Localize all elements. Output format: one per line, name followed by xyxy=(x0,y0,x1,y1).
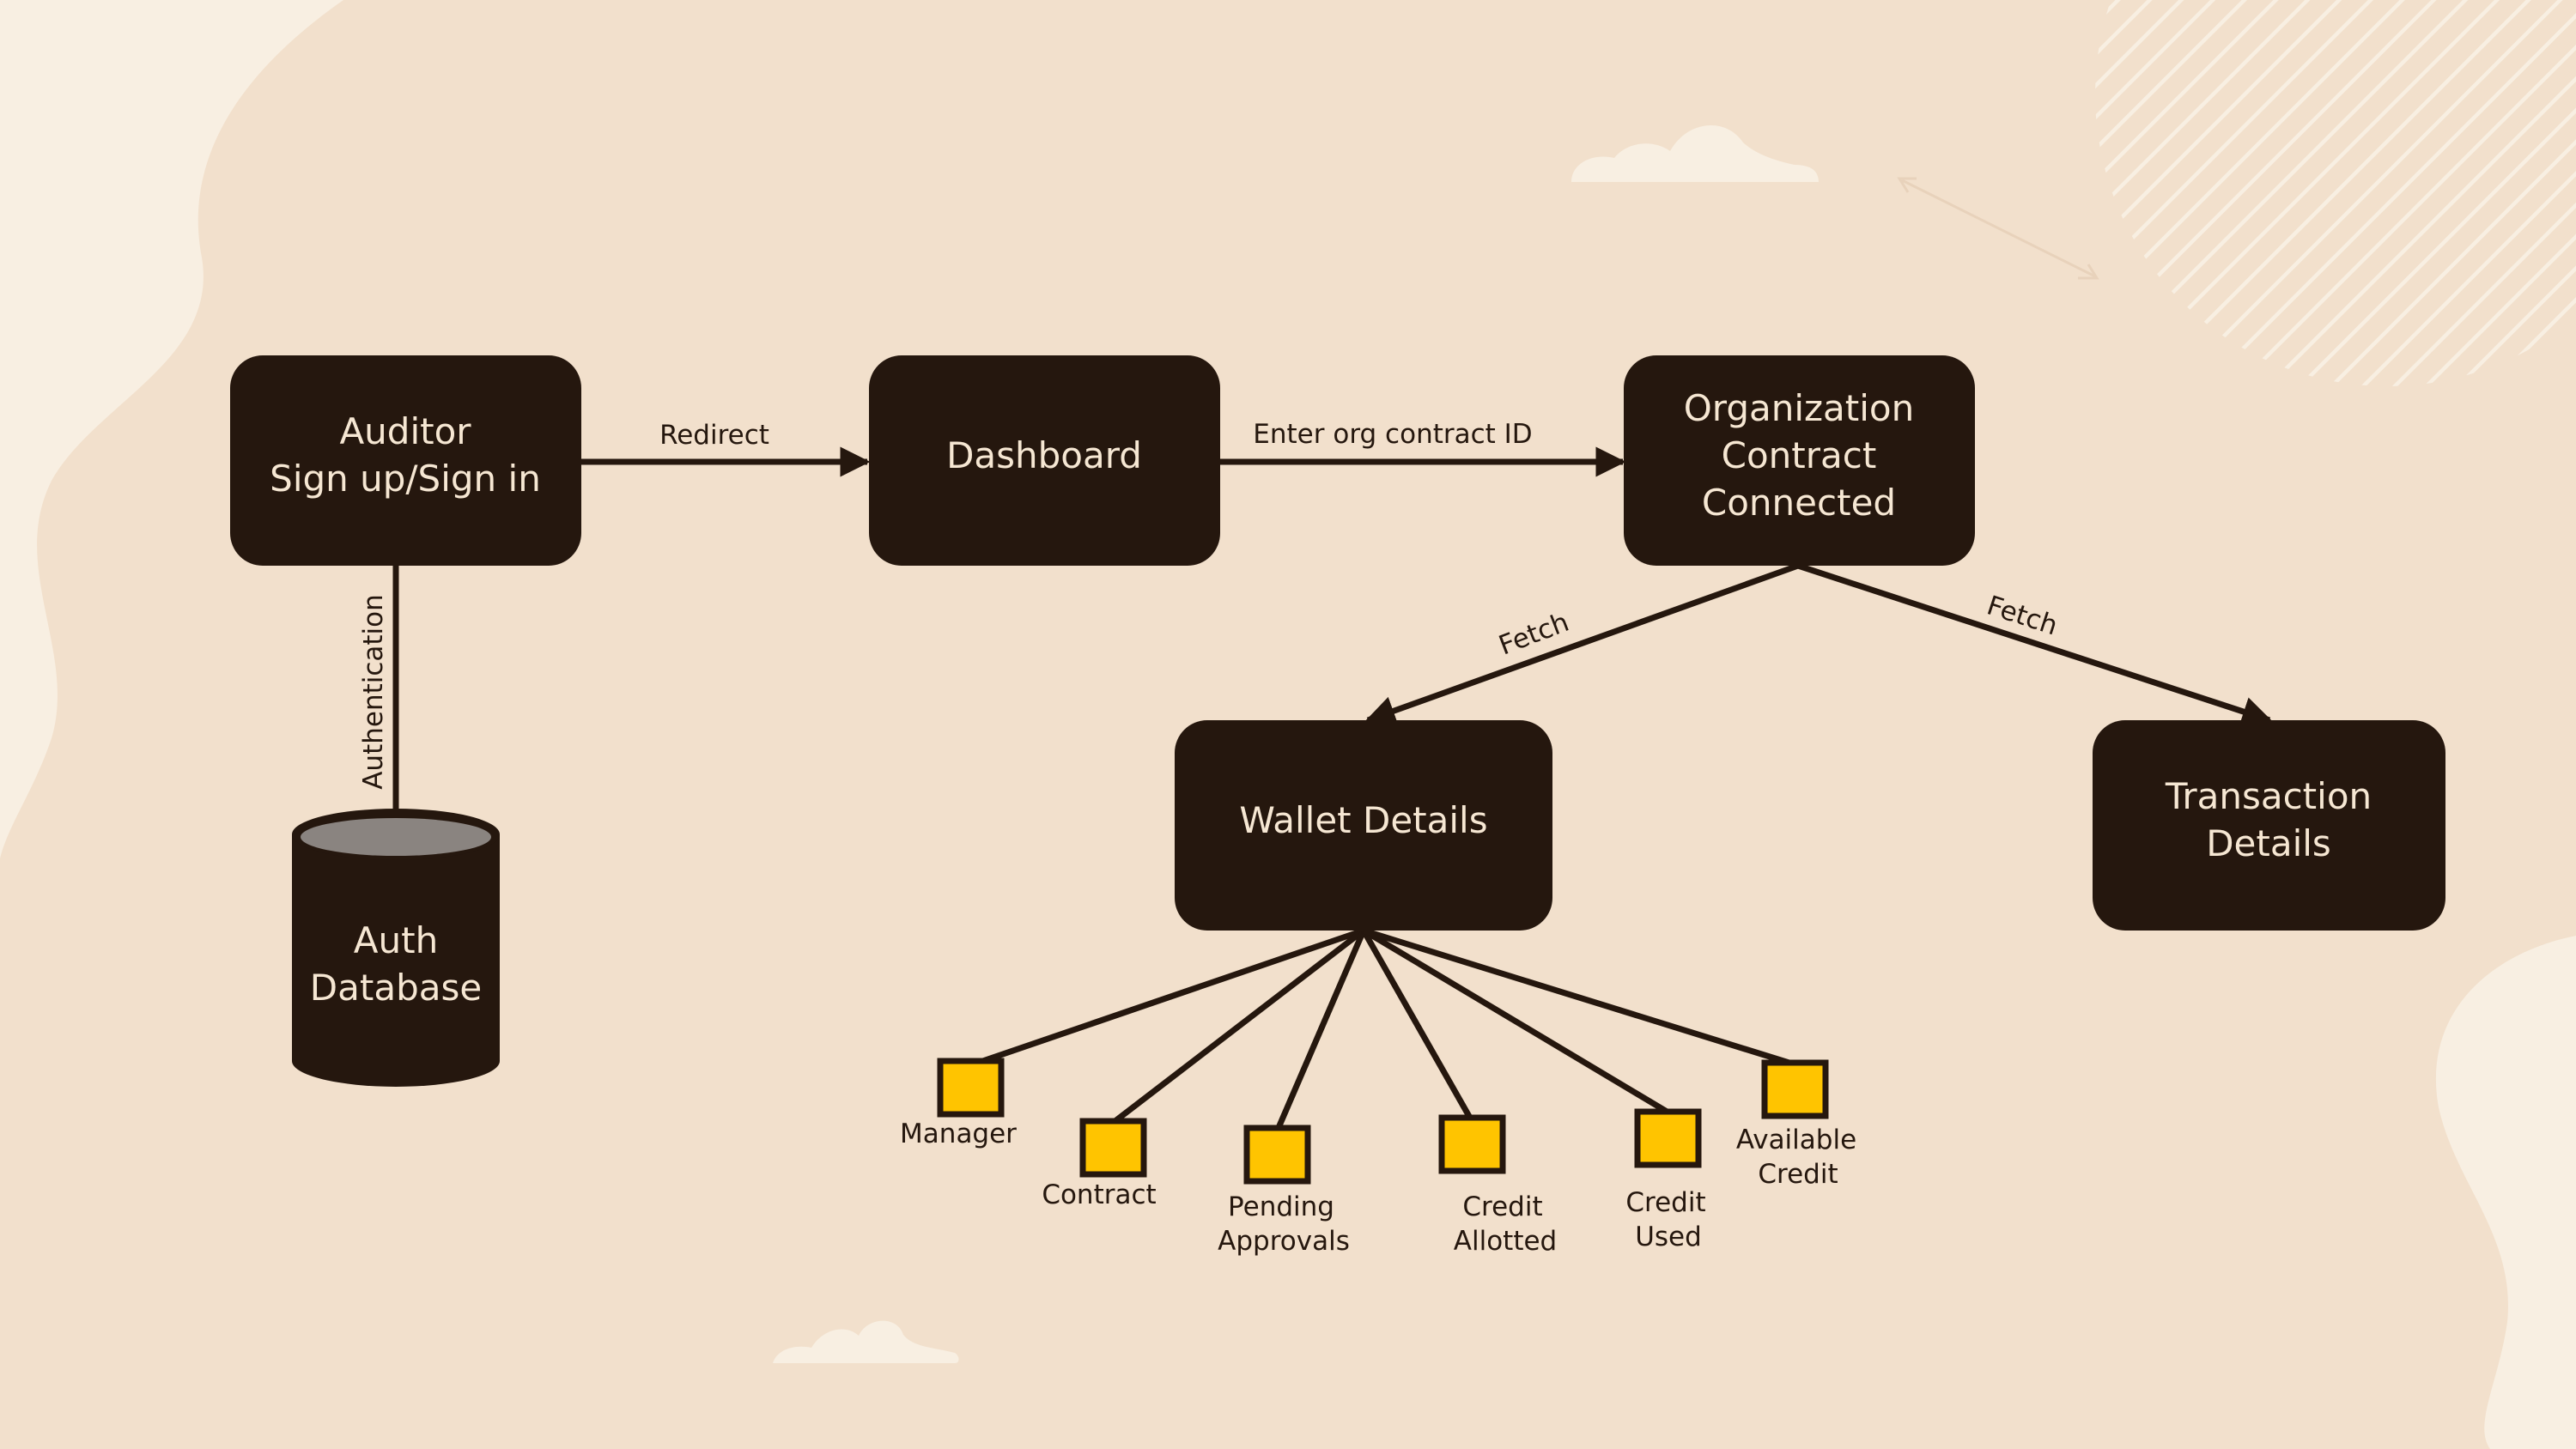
wallet-field-credit-allotted-line-2: Allotted xyxy=(1454,1226,1557,1257)
node-org-line-1: Organization xyxy=(1684,387,1915,429)
edge-label-authentication: Authentication xyxy=(358,594,389,790)
wallet-field-manager[interactable]: Manager xyxy=(900,1058,1017,1149)
wallet-field-connectors xyxy=(969,927,1796,1131)
wallet-field-credit-allotted[interactable]: Credit Allotted xyxy=(1438,1114,1557,1257)
wallet-field-credit-used[interactable]: Credit Used xyxy=(1625,1108,1706,1252)
wallet-field-credit-allotted-line-1: Credit xyxy=(1462,1191,1542,1222)
connector-manager xyxy=(969,927,1365,1069)
connector-pending-approvals xyxy=(1274,929,1367,1131)
node-org-line-3: Connected xyxy=(1702,482,1896,524)
connector-credit-allotted xyxy=(1360,929,1474,1121)
node-dashboard-label: Dashboard xyxy=(946,434,1142,476)
node-auditor-line-2: Sign up/Sign in xyxy=(270,458,541,500)
edge-label-redirect: Redirect xyxy=(659,420,769,451)
node-organization-contract[interactable]: Organization Contract Connected xyxy=(1624,355,1975,566)
wallet-field-credit-used-line-1: Credit xyxy=(1625,1187,1705,1218)
node-transaction-line-1: Transaction xyxy=(2165,775,2372,817)
wallet-field-pending-approvals-line-2: Approvals xyxy=(1218,1226,1350,1257)
double-arrow-decoration xyxy=(1897,177,2099,280)
node-dashboard[interactable]: Dashboard xyxy=(869,355,1220,566)
wallet-field-pending-approvals-line-1: Pending xyxy=(1228,1191,1334,1222)
edge-org-to-wallet xyxy=(1364,562,1800,725)
wallet-field-manager-label: Manager xyxy=(900,1119,1017,1149)
connector-available-credit xyxy=(1362,927,1796,1068)
edge-label-fetch-transaction: Fetch xyxy=(1984,590,2062,641)
node-auth-database[interactable]: Auth Database xyxy=(292,809,500,1087)
wallet-field-available-credit-line-2: Credit xyxy=(1758,1159,1838,1190)
cloud-shape-top xyxy=(1571,124,1819,182)
node-wallet-label: Wallet Details xyxy=(1239,799,1487,841)
node-authdb-line-1: Auth xyxy=(354,919,438,961)
node-org-line-2: Contract xyxy=(1722,434,1877,476)
node-transaction-line-2: Details xyxy=(2206,822,2331,864)
wallet-field-available-credit[interactable]: Available Credit xyxy=(1736,1059,1856,1190)
wallet-field-contract-label: Contract xyxy=(1042,1179,1156,1210)
node-auditor[interactable]: Auditor Sign up/Sign in xyxy=(230,355,581,566)
connector-credit-used xyxy=(1362,927,1670,1116)
left-wave-shape xyxy=(0,0,343,858)
node-wallet-details[interactable]: Wallet Details xyxy=(1175,720,1552,931)
right-wave-shape xyxy=(2435,936,2576,1449)
edge-org-to-transaction xyxy=(1796,562,2273,726)
connector-contract xyxy=(1110,928,1366,1125)
wallet-field-credit-used-line-2: Used xyxy=(1635,1222,1702,1252)
wallet-field-contract[interactable]: Contract xyxy=(1042,1118,1157,1210)
wallet-field-available-credit-line-1: Available xyxy=(1736,1125,1856,1155)
node-auditor-line-1: Auditor xyxy=(339,410,471,452)
node-transaction-details[interactable]: Transaction Details xyxy=(2093,720,2445,931)
wallet-field-pending-approvals[interactable]: Pending Approvals xyxy=(1218,1125,1350,1257)
edge-label-enter-org: Enter org contract ID xyxy=(1253,419,1532,450)
cloud-shape-bottom xyxy=(773,1320,959,1363)
node-authdb-line-2: Database xyxy=(310,967,482,1009)
